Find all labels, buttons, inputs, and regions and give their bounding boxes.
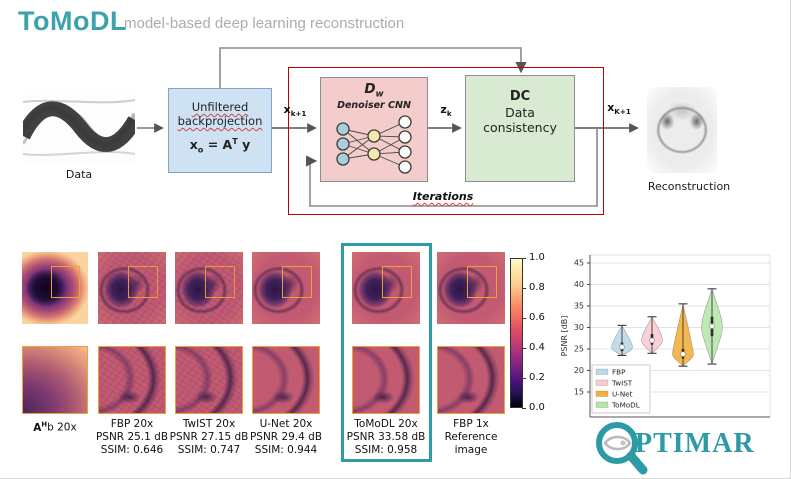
svg-text:25: 25 bbox=[574, 345, 584, 354]
backprojection-line1: Unfiltered bbox=[191, 100, 249, 114]
colorbar-tick: 0.6 bbox=[522, 312, 555, 323]
iteration-loop-outline bbox=[288, 67, 604, 215]
svg-text:40: 40 bbox=[574, 280, 584, 289]
neural-network-icon bbox=[336, 115, 412, 174]
colorbar-tick: 0.8 bbox=[522, 282, 555, 293]
panel-fbp1x-top bbox=[437, 252, 505, 324]
dc-line2: consistency bbox=[483, 120, 557, 135]
label-x-K1: xK+1 bbox=[607, 101, 631, 117]
reconstruction-label: Reconstruction bbox=[647, 180, 731, 193]
svg-text:45: 45 bbox=[574, 259, 584, 268]
backprojection-formula: xo = AT y bbox=[189, 136, 251, 155]
panel-fbp1x-zoom bbox=[437, 346, 505, 414]
panel-fbp20-top bbox=[98, 252, 166, 324]
svg-text:35: 35 bbox=[574, 302, 584, 311]
roi-box bbox=[466, 265, 497, 299]
panel-unet-top bbox=[252, 252, 320, 324]
dc-title: DC bbox=[509, 89, 531, 104]
panel-tomodl-top bbox=[352, 252, 420, 324]
panel-twist-zoom bbox=[175, 346, 243, 414]
denoiser-subtitle: Denoiser CNN bbox=[337, 99, 411, 111]
optimar-logo: PTIMAR bbox=[593, 421, 783, 476]
colorbar-tick: 0.2 bbox=[522, 372, 555, 383]
panel-tomodl-zoom bbox=[352, 346, 420, 414]
page-title: ToMoDL bbox=[18, 6, 127, 36]
svg-text:ToMoDL: ToMoDL bbox=[611, 400, 640, 409]
magnifier-icon bbox=[596, 422, 648, 475]
panel-ahb-zoom bbox=[22, 346, 88, 414]
label-z-k: zk bbox=[440, 103, 452, 119]
roi-box bbox=[281, 265, 312, 299]
panel-unet-zoom bbox=[252, 346, 320, 414]
roi-box bbox=[204, 265, 235, 299]
dc-line1: Data bbox=[505, 105, 535, 120]
roi-box bbox=[51, 265, 81, 299]
denoiser-title: Dw bbox=[364, 81, 384, 100]
panel-fbp20-zoom bbox=[98, 346, 166, 414]
colorbar-tick: 0.4 bbox=[522, 342, 555, 353]
roi-box bbox=[127, 265, 158, 299]
colorbar-tick: 0.0 bbox=[522, 402, 555, 413]
svg-text:PSNR [dB]: PSNR [dB] bbox=[560, 316, 569, 357]
data-label: Data bbox=[65, 168, 93, 181]
label-x-k1: xk+1 bbox=[283, 103, 307, 119]
logo-text: PTIMAR bbox=[635, 428, 755, 459]
panel-twist-top bbox=[175, 252, 243, 324]
panel-label-ahb: AHb 20x bbox=[33, 420, 77, 434]
iterations-label: Iterations bbox=[412, 190, 474, 203]
svg-text:U-Net: U-Net bbox=[612, 389, 633, 398]
svg-text:30: 30 bbox=[574, 323, 584, 332]
data-consistency-box: DC Data consistency bbox=[465, 75, 575, 182]
roi-box bbox=[381, 265, 412, 299]
colorbar-tick: 1.0 bbox=[522, 252, 555, 263]
backprojection-box: Unfiltered backprojection xo = AT y bbox=[168, 88, 272, 173]
colorbar bbox=[510, 258, 523, 408]
svg-text:15: 15 bbox=[574, 388, 584, 397]
sinogram-image bbox=[16, 90, 142, 163]
svg-text:FBP: FBP bbox=[612, 367, 626, 376]
reconstruction-image bbox=[647, 87, 717, 173]
page-subtitle: model-based deep learning reconstruction bbox=[124, 15, 405, 32]
denoiser-box: Dw Denoiser CNN bbox=[320, 77, 428, 182]
svg-text:20: 20 bbox=[574, 366, 584, 375]
backprojection-line2: backprojection bbox=[177, 114, 263, 128]
svg-text:TwIST: TwIST bbox=[611, 378, 633, 387]
panel-ahb-top bbox=[22, 252, 88, 324]
